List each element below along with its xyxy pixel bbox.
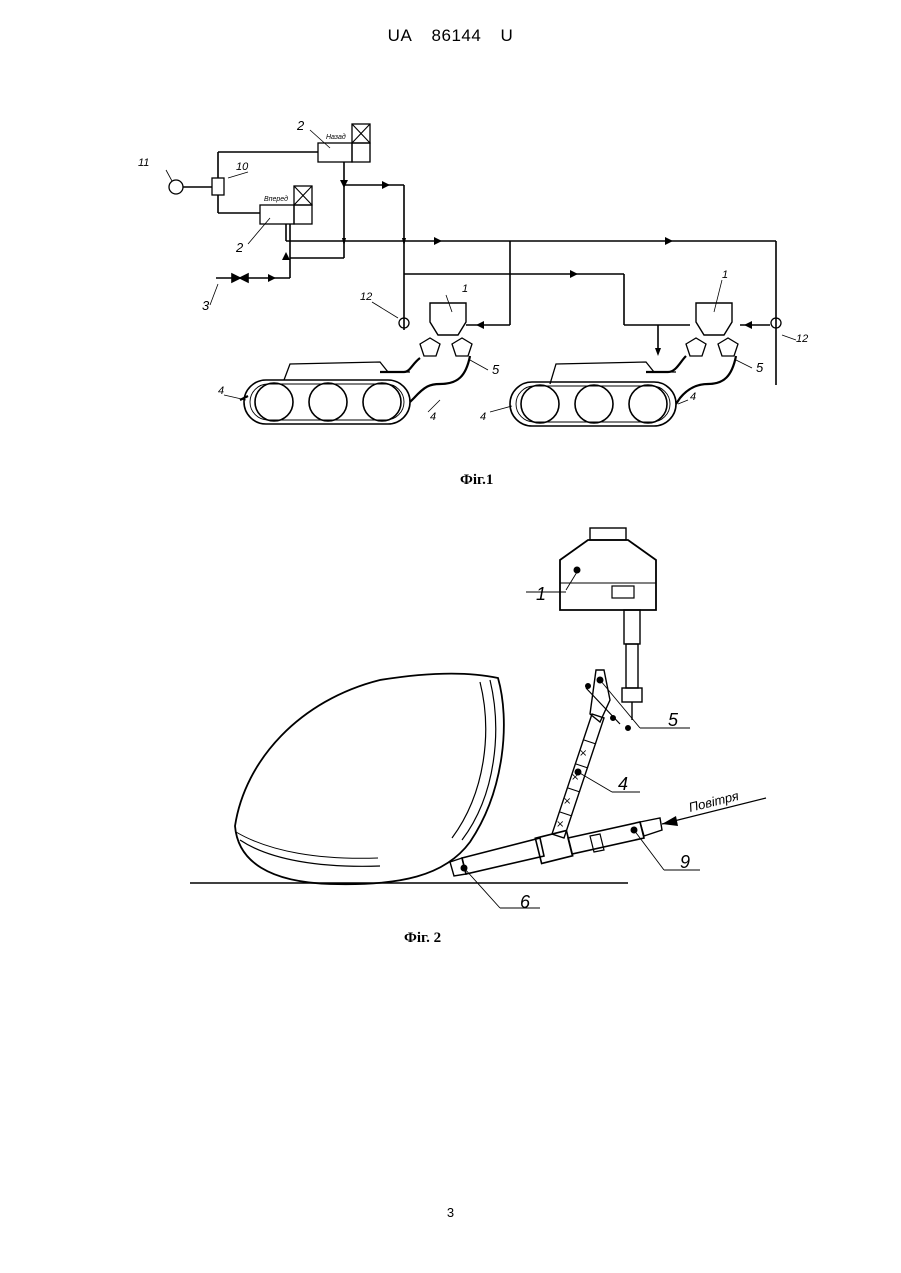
- fig2-label-9: 9: [680, 852, 690, 872]
- label-3: 3: [202, 298, 210, 313]
- label-5-right: 5: [756, 360, 764, 375]
- figure-2-drawing: × × × × 1 5 4 6 9 Повітря: [0, 500, 901, 930]
- label-4-a: 4: [218, 385, 224, 397]
- label-forward: Вперед: [264, 195, 288, 203]
- reducer-10: [212, 178, 224, 195]
- heap-shape: [235, 674, 504, 885]
- hopper-1-left: [430, 303, 466, 335]
- label-4-b: 4: [430, 411, 436, 423]
- nozzle-pipe: [462, 838, 544, 874]
- figure-1-caption: Фіг.1: [460, 472, 493, 489]
- label-4-d: 4: [690, 391, 696, 403]
- label-back: Назад: [326, 133, 346, 141]
- fig2-label-6: 6: [520, 892, 531, 912]
- page-number: 3: [0, 1205, 901, 1220]
- label-5-left: 5: [492, 362, 500, 377]
- figure-2-caption: Фіг. 2: [404, 930, 441, 947]
- label-1-right: 1: [722, 269, 728, 281]
- label-4-c: 4: [480, 411, 486, 423]
- label-12-right: 12: [796, 333, 808, 345]
- label-12-left: 12: [360, 291, 372, 303]
- fig2-label-4: 4: [618, 774, 628, 794]
- fig2-label-1: 1: [536, 584, 546, 604]
- fig2-hopper: [560, 540, 656, 610]
- hopper-1-right: [696, 303, 732, 335]
- label-1-left: 1: [462, 283, 468, 295]
- distributor-back: [318, 143, 352, 162]
- gauge-11: [169, 180, 183, 194]
- label-10: 10: [236, 161, 249, 173]
- distributor-forward: [260, 205, 294, 224]
- figure-1-drawing: 11 10 2 2 3 12 12 1 1 5 5 4 4 4 4 Назад …: [0, 0, 901, 470]
- label-11: 11: [138, 157, 149, 169]
- label-2-top: 2: [296, 118, 305, 133]
- svg-text:×: ×: [579, 748, 587, 759]
- svg-text:×: ×: [563, 796, 571, 807]
- fig2-label-5: 5: [668, 710, 679, 730]
- label-2-bottom: 2: [235, 240, 244, 255]
- svg-text:×: ×: [556, 819, 564, 830]
